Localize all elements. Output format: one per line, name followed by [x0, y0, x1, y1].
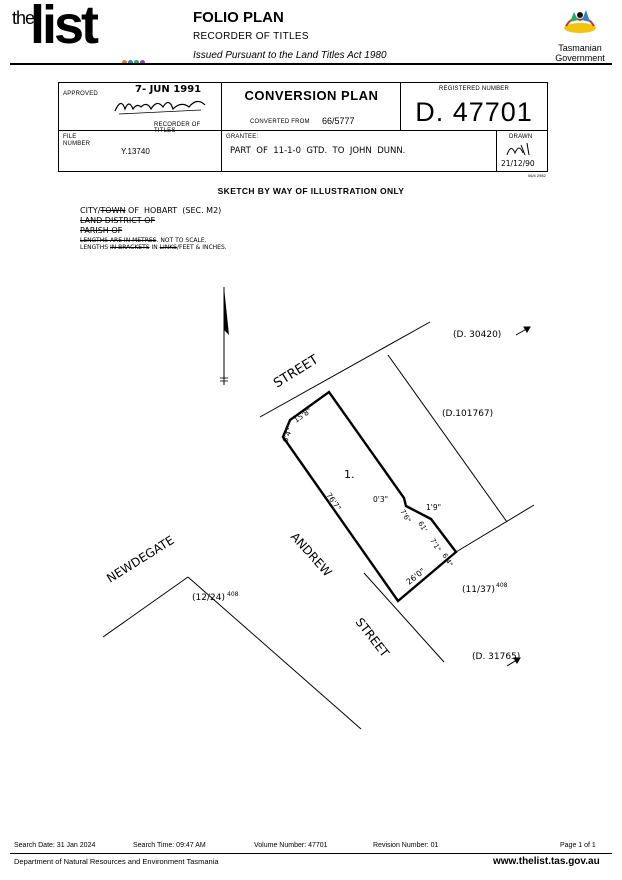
drawn-label: DRAWN	[509, 134, 533, 140]
reference-arrows	[506, 326, 531, 667]
lot-number: 1.	[344, 468, 355, 481]
logo-dot	[134, 60, 139, 65]
grantee-cell: GRANTEE: PART OF 11-1-0 GTD. TO JOHN DUN…	[222, 131, 497, 171]
act-reference: Issued Pursuant to the Land Titles Act 1…	[193, 50, 387, 61]
registered-number: D. 47701	[415, 97, 533, 127]
converted-label: CONVERTED FROM	[250, 119, 310, 125]
logo-dot	[122, 60, 127, 65]
ref-408-b: 408	[496, 582, 508, 589]
approved-cell: APPROVED 7- JUN 1991 RECORDER OF TITLES	[59, 83, 222, 134]
town-struck: TOWN	[100, 206, 126, 215]
file-label-1: FILE	[63, 134, 77, 140]
dim-0-3: 0'3"	[373, 495, 388, 504]
footer-divider	[10, 853, 612, 854]
plan-notes: CITY/TOWN OF HOBART (SEC. M2) LAND DISTR…	[80, 206, 227, 253]
dim-26-0: 26'0"	[405, 566, 427, 586]
search-date: Search Date: 31 Jan 2024	[14, 842, 96, 849]
ref-d31765: (D. 31765)	[472, 652, 520, 662]
drawn-initials-icon	[506, 142, 530, 156]
in-text: IN	[149, 244, 160, 251]
city-line: CITY/TOWN OF HOBART (SEC. M2)	[80, 206, 227, 216]
grantee-value: PART OF 11-1-0 GTD. TO JOHN DUNN.	[230, 146, 406, 156]
ref-d30420: (D. 30420)	[453, 330, 501, 340]
dim-7-1: 7'1"	[428, 537, 442, 553]
arrowhead-d31765	[513, 657, 521, 664]
header-divider	[10, 63, 612, 65]
brackets-struck: IN BRACKETS	[109, 244, 150, 251]
registered-cell: REGISTERED NUMBER D. 47701	[401, 83, 547, 131]
dim-1-9: 1'9"	[426, 503, 441, 512]
street-lines	[102, 321, 535, 730]
recorder-label: RECORDER OF TITLES	[154, 122, 201, 134]
search-time: Search Time: 09:47 AM	[133, 842, 206, 849]
dim-7-6: 7'6"	[398, 508, 412, 524]
volume-number: Volume Number: 47701	[254, 842, 328, 849]
page-title: FOLIO PLAN	[193, 9, 284, 26]
andrew-street-label: ANDREW	[288, 530, 335, 580]
dim-6-4-a: 6'4"	[281, 426, 295, 443]
not-to-scale: . NOT TO SCALE.	[156, 237, 207, 244]
tasmanian-government-logo: Tasmanian Government	[548, 6, 612, 63]
street-top-label: STREET	[271, 352, 321, 391]
andrew-east-line	[363, 572, 445, 663]
logo-word: list	[30, 0, 99, 55]
ref-11-37: (11/37)	[462, 585, 495, 595]
metres-line: LENGTHS ARE IN METRES. NOT TO SCALE.	[80, 236, 227, 246]
side-boundary	[455, 504, 535, 553]
plan-type-cell: CONVERSION PLAN CONVERTED FROM 66/5777	[222, 83, 401, 131]
approved-date: 7- JUN 1991	[135, 84, 202, 95]
registered-label: REGISTERED NUMBER	[438, 86, 510, 92]
north-arrow-icon	[220, 287, 229, 385]
links-struck: LINKS	[159, 244, 177, 251]
lengths-line: LENGTHS IN BRACKETS IN LINKS/FEET & INCH…	[80, 243, 227, 253]
logo-dot	[128, 60, 133, 65]
recorder-signature-icon	[114, 100, 206, 115]
lot-1-boundary	[281, 390, 458, 603]
drawn-cell: DRAWN 21/12/90	[497, 131, 547, 171]
converted-value: 66/5777	[322, 116, 355, 126]
title-block: APPROVED 7- JUN 1991 RECORDER OF TITLES …	[58, 82, 548, 172]
sketch-title: SKETCH BY WAY OF ILLUSTRATION ONLY	[217, 186, 405, 196]
city-text: CITY/	[80, 206, 101, 215]
approved-label: APPROVED	[63, 91, 98, 97]
page-subtitle: RECORDER OF TITLES	[193, 31, 309, 42]
file-cell: FILE NUMBER Y.13740	[59, 131, 222, 171]
ref-12-24: (12/24)	[192, 593, 225, 603]
ref-d101767: (D.101767)	[442, 409, 493, 419]
lengths-text: LENGTHS	[80, 244, 110, 251]
logo-dots	[122, 52, 146, 70]
dim-15-8: 15'8"	[292, 406, 313, 425]
city-name: OF HOBART (SEC. M2)	[125, 206, 222, 215]
newdegate-street-label: NEWDEGATE	[104, 533, 176, 586]
plan-type: CONVERSION PLAN	[244, 88, 379, 103]
ref-408-a: 408	[227, 591, 239, 598]
dim-61: 61'	[416, 520, 428, 533]
street-bottom-label: STREET	[353, 615, 393, 660]
gov-name-line2: Government	[555, 53, 605, 63]
feet-inches-text: /FEET & INCHES.	[176, 244, 227, 251]
website-link[interactable]: www.thelist.tas.gov.au	[493, 856, 600, 867]
logo-prefix: the	[12, 8, 35, 28]
land-district-line: LAND DISTRICT OF	[80, 216, 156, 225]
tasmanian-tiger-icon	[564, 10, 596, 33]
grantee-label: GRANTEE:	[226, 134, 259, 140]
arrowhead-d30420	[523, 326, 531, 333]
logo-dot	[140, 60, 145, 65]
department-name: Department of Natural Resources and Envi…	[14, 857, 219, 866]
revision-number: Revision Number: 01	[373, 842, 439, 849]
gov-name-line1: Tasmanian	[558, 43, 602, 53]
file-label-2: NUMBER	[63, 141, 91, 147]
newdegate-lower-line	[102, 576, 189, 638]
reference-code: 06/4 2982	[528, 173, 546, 178]
parish-line: PARISH OF	[80, 226, 123, 235]
page-indicator: Page 1 of 1	[560, 842, 596, 849]
street-top-line	[259, 321, 431, 418]
adjoining-boundary	[387, 354, 508, 523]
metres-struck: LENGTHS ARE IN METRES	[80, 237, 157, 244]
drawn-date: 21/12/90	[501, 159, 535, 168]
andrew-west-line	[187, 576, 362, 730]
file-number: Y.13740	[121, 147, 150, 156]
